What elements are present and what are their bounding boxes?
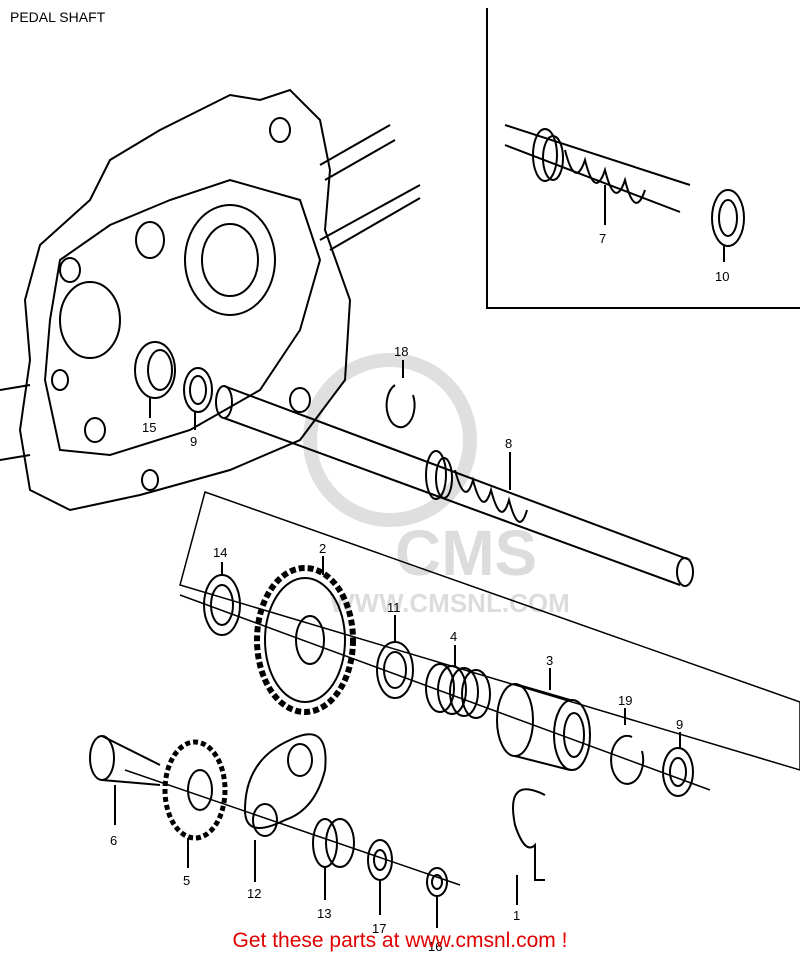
callout-10: 10 <box>715 269 729 284</box>
callout-8: 8 <box>505 436 512 451</box>
callout-7: 7 <box>599 231 606 246</box>
callout-9-bottom: 9 <box>676 717 683 732</box>
callout-2: 2 <box>319 541 326 556</box>
callout-14: 14 <box>213 545 227 560</box>
callout-4: 4 <box>450 629 457 644</box>
page-title: PEDAL SHAFT <box>10 9 106 25</box>
thrust-washer-14 <box>203 562 241 636</box>
inset-frame <box>486 8 800 309</box>
washer-17 <box>367 839 393 915</box>
callout-9-top: 9 <box>190 434 197 449</box>
circlip-19 <box>610 708 645 785</box>
ratchet-3 <box>496 668 591 771</box>
collar-13 <box>312 818 355 900</box>
nut-16 <box>426 867 448 928</box>
callout-19: 19 <box>618 693 632 708</box>
callout-3: 3 <box>546 653 553 668</box>
watermark-brand: CMS <box>395 517 537 589</box>
plate-12 <box>243 733 327 882</box>
callout-5: 5 <box>183 873 190 888</box>
callout-15: 15 <box>142 420 156 435</box>
washer-9-bottom <box>662 732 694 797</box>
watermark-url: WWW.CMSNL.COM <box>330 588 570 618</box>
gear-5 <box>162 739 228 868</box>
callout-16: 16 <box>428 939 442 954</box>
callout-17: 17 <box>372 921 386 936</box>
gear-2 <box>254 556 356 715</box>
pedal-shaft <box>215 385 694 587</box>
assembly-box <box>179 491 800 771</box>
washer-9-top <box>183 367 213 430</box>
callout-1: 1 <box>513 908 520 923</box>
crankcase <box>0 88 421 512</box>
footer-link-text[interactable]: Get these parts at www.cmsnl.com ! <box>232 929 568 952</box>
spring-4 <box>425 645 491 719</box>
oil-seal <box>134 341 176 418</box>
circlip-18 <box>385 360 416 429</box>
lower-axis <box>124 769 461 886</box>
inset-lockwasher <box>711 189 745 262</box>
callouts: 1 2 3 4 5 6 7 8 9 9 10 11 12 13 14 15 16… <box>110 231 729 954</box>
watermark: CMS WWW.CMSNL.COM <box>303 353 570 618</box>
callout-13: 13 <box>317 906 331 921</box>
callout-18: 18 <box>394 344 408 359</box>
callout-12: 12 <box>247 886 261 901</box>
inset-shaft <box>504 124 691 225</box>
washer-11 <box>376 615 414 699</box>
bolt-6 <box>89 735 161 825</box>
spring-1 <box>512 788 546 905</box>
callout-6: 6 <box>110 833 117 848</box>
upper-axis <box>179 594 711 791</box>
callout-11: 11 <box>387 600 401 615</box>
